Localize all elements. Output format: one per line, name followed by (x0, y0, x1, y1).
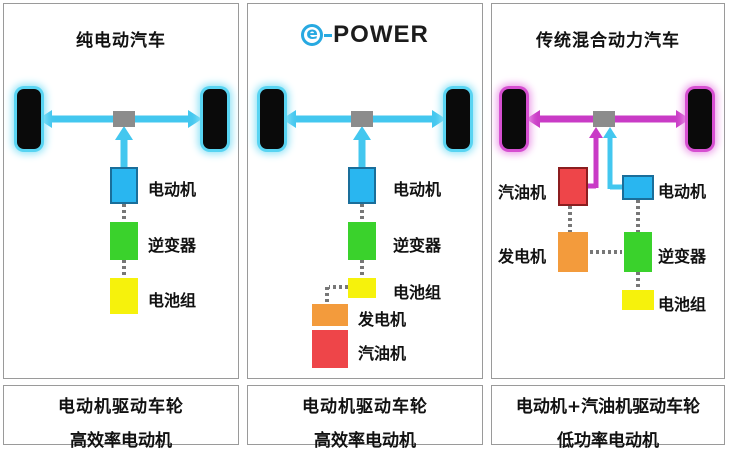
left-wheel (260, 89, 284, 149)
logo-dash (324, 33, 333, 37)
motor-label: 电动机 (658, 182, 707, 201)
panel-title: 传统混合动力汽车 (536, 31, 680, 51)
caption-hybrid: 电动机+汽油机驱动车轮 低功率电动机 (491, 385, 725, 451)
differential-hub (351, 111, 373, 127)
inverter-label: 逆变器 (148, 236, 197, 255)
motor-label: 电动机 (148, 180, 197, 199)
engine-block (312, 330, 348, 368)
generator-label: 发电机 (358, 310, 407, 329)
generator-label: 发电机 (498, 247, 547, 266)
engine-label: 汽油机 (498, 183, 547, 202)
inverter-label: 逆变器 (393, 236, 442, 255)
motor-block (622, 175, 654, 200)
panel-e-power: e POWER 电动机 逆变器 电池组 发电机 汽油机 (247, 3, 483, 379)
right-wheel (203, 89, 227, 149)
panel-pure-ev: 纯电动汽车 电动机 逆变器 电池组 (3, 3, 239, 379)
caption-pure-ev: 电动机驱动车轮 高效率电动机 (3, 385, 239, 451)
caption-main: 电动机驱动车轮 (58, 397, 184, 417)
caption-main: 电动机驱动车轮 (302, 397, 428, 417)
motor-block (110, 167, 138, 204)
caption-main: 电动机+汽油机驱动车轮 (515, 397, 701, 417)
engine-label: 汽油机 (358, 344, 407, 363)
battery-block (622, 290, 654, 310)
caption-sub: 高效率电动机 (314, 431, 416, 451)
inverter-block (348, 222, 376, 260)
right-wheel (446, 89, 470, 149)
differential-hub (593, 111, 615, 127)
panel-title: 纯电动汽车 (76, 31, 166, 51)
inverter-label: 逆变器 (658, 247, 707, 266)
engine-block (558, 167, 588, 206)
inverter-block (110, 222, 138, 260)
battery-label: 电池组 (393, 283, 442, 302)
caption-sub: 低功率电动机 (557, 431, 659, 451)
generator-block (312, 304, 348, 326)
left-wheel (17, 89, 41, 149)
caption-e-power: 电动机驱动车轮 高效率电动机 (247, 385, 483, 451)
battery-label: 电池组 (148, 291, 197, 310)
e-power-logo: e POWER (248, 21, 482, 49)
battery-block (110, 278, 138, 314)
left-wheel (502, 89, 526, 149)
generator-block (558, 232, 588, 272)
motor-label: 电动机 (393, 180, 442, 199)
motor-block (348, 167, 376, 204)
logo-text: POWER (333, 21, 429, 48)
differential-hub (113, 111, 135, 127)
caption-sub: 高效率电动机 (70, 431, 172, 451)
logo-e-icon: e (301, 24, 324, 46)
inverter-block (624, 232, 652, 272)
panel-hybrid: 传统混合动力汽车 汽油机 电动机 发电机 逆变器 电池组 (491, 3, 725, 379)
right-wheel (688, 89, 712, 149)
battery-block (348, 278, 376, 298)
battery-label: 电池组 (658, 295, 707, 314)
